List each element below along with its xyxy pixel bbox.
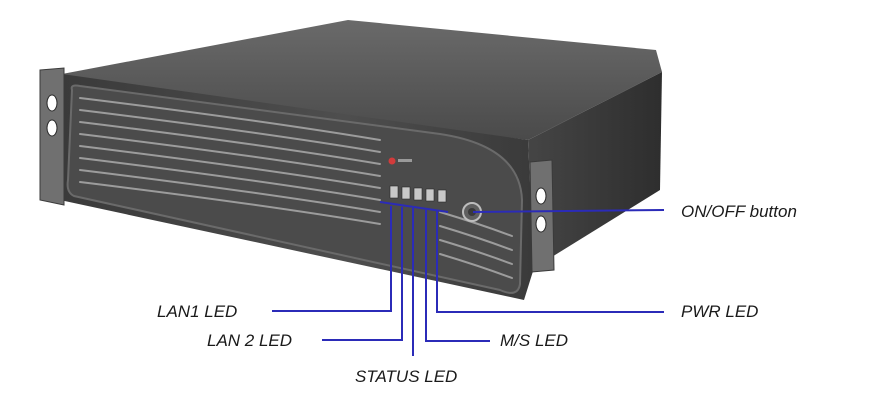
brand-logo-icon [388, 157, 396, 165]
right-ear-hole-top [535, 187, 547, 205]
led-status [413, 187, 423, 201]
left-ear-hole-top [46, 94, 58, 112]
callout-lan2 [322, 207, 403, 341]
led-pwr [437, 189, 447, 203]
front-bezel [66, 84, 524, 294]
label-status-led: STATUS LED [355, 367, 458, 386]
label-lan1-led: LAN1 LED [157, 302, 238, 321]
server-chassis [39, 20, 662, 300]
led-lan1 [389, 185, 399, 199]
chassis-top [62, 20, 662, 140]
label-onoff-button: ON/OFF button [681, 202, 797, 221]
callout-ms [425, 210, 490, 342]
callout-lan1 [272, 206, 392, 312]
callout-led-bar [379, 201, 449, 213]
label-ms-led: M/S LED [500, 331, 569, 350]
callout-pwr [436, 211, 664, 313]
led-ms [425, 188, 435, 202]
led-lan2 [401, 186, 411, 200]
label-lan2-led: LAN 2 LED [207, 331, 293, 350]
callout-lines [272, 201, 665, 356]
brand-logo-text [398, 159, 412, 162]
callout-onoff [472, 209, 665, 213]
chassis-side [528, 72, 662, 268]
label-pwr-led: PWR LED [681, 302, 759, 321]
right-ear-hole-bottom [535, 215, 547, 233]
left-ear-hole-bottom [46, 119, 58, 137]
led-panel [389, 185, 447, 203]
vent-grille [79, 97, 513, 279]
